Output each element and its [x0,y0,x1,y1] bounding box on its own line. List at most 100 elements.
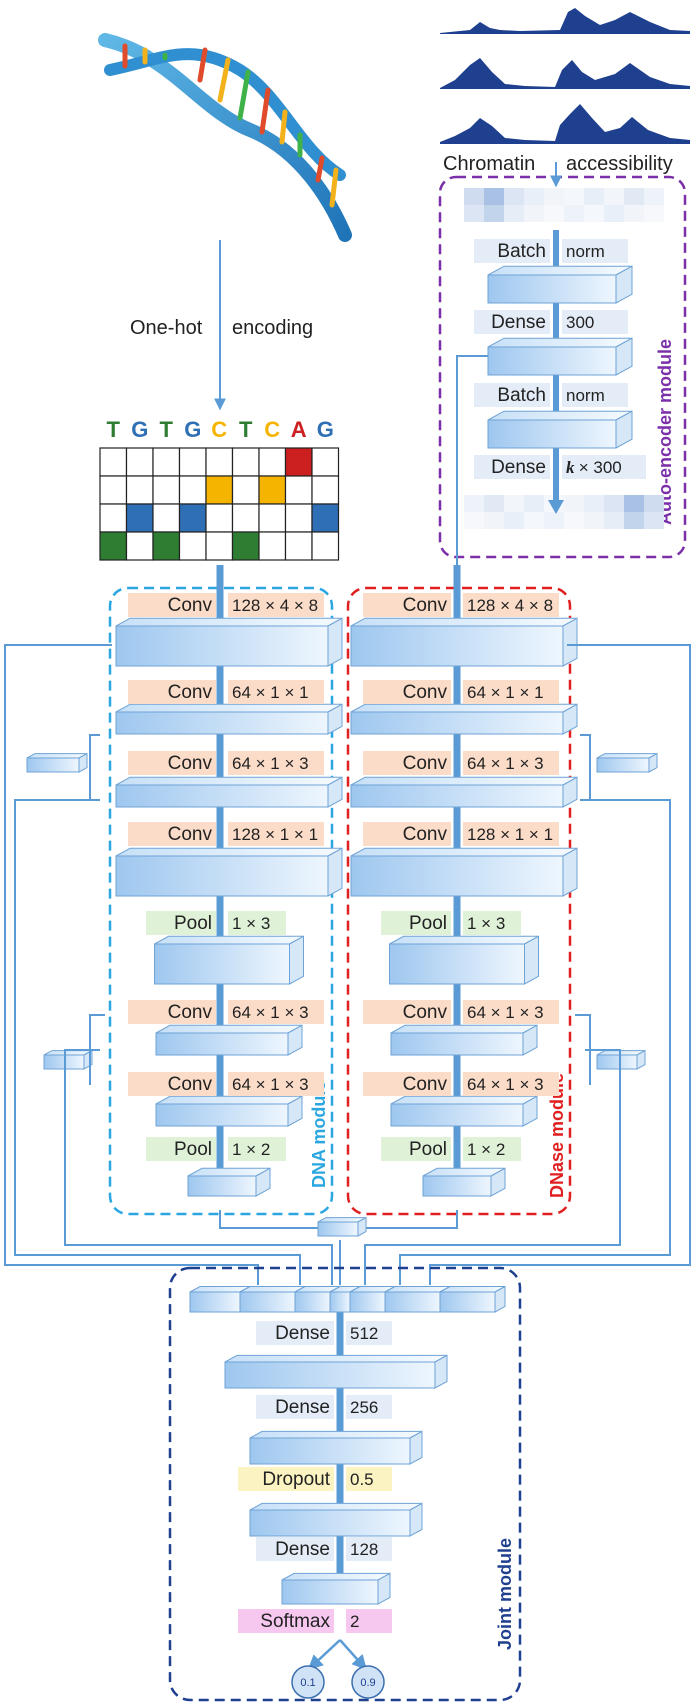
onehot-cell [99,503,128,533]
joint-layer-params: 0.5 [350,1470,374,1489]
autoencoder-layer-params: 300 [566,313,594,332]
heatmap-cell [504,205,524,222]
heatmap-cell [584,512,604,529]
autoencoder-layer-box [487,337,633,376]
concat-segment [439,1285,506,1313]
dna-layer-params: 1 × 2 [232,1140,270,1159]
dnase-layer-params: 128 × 4 × 8 [467,596,553,615]
dna-layer-type: Conv [168,1002,213,1023]
dnase-module-title: DNase module [547,1073,567,1198]
sequence-letter: T [107,417,121,442]
dna-layer-box [115,847,343,897]
dna-layer-label: Conv 64 × 1 × 3 [128,1000,324,1024]
dnase-layer-type: Conv [403,595,448,616]
chromatin-label-right: accessibility [566,153,673,175]
dnase-layer-params: 64 × 1 × 3 [467,754,544,773]
output-node [291,1665,325,1699]
dna-layer-params: 64 × 1 × 3 [232,754,309,773]
heatmap-cell [544,205,564,222]
heatmap-cell [624,205,644,222]
heatmap-cell [504,188,524,205]
dna-layer-box [115,703,343,735]
dnase-layers [350,617,658,1197]
dnase-layer-box [350,847,578,897]
joint-layer-type: Dense [275,1539,330,1560]
heatmap-cell [644,495,664,512]
autoencoder-layer-box [487,265,633,304]
onehot-cell [258,447,287,477]
onehot-cell [231,475,260,505]
dnase-layer-type: Conv [403,1074,448,1095]
dna-layer-box [155,1095,303,1127]
dna-layer-label: Pool 1 × 2 [146,1137,286,1161]
dnase-layer-params: 64 × 1 × 3 [467,1075,544,1094]
heatmap-cell [484,205,504,222]
dna-layer-box [115,776,343,808]
heatmap-cell [604,512,624,529]
onehot-cell [125,475,154,505]
dna-layer-box [115,617,343,667]
dnase-layer-label: Conv 128 × 4 × 8 [363,593,559,617]
onehot-cell [258,503,287,533]
heatmap-cell [524,188,544,205]
joint-module-title: Joint module [495,1538,515,1650]
dnase-layer-params: 1 × 2 [467,1140,505,1159]
dnase-layer-type: Conv [403,1002,448,1023]
onehot-cell [125,531,154,561]
onehot-cell [231,503,260,533]
dna-layer-box [155,1024,303,1056]
sequence-letter: G [184,417,201,442]
onehot-matrix [99,447,340,561]
onehot-label-right: encoding [232,317,313,339]
heatmap-cell [504,512,524,529]
heatmap-cell [624,188,644,205]
dnase-layer-label: Conv 64 × 1 × 3 [363,1000,559,1024]
heatmap-cell [644,512,664,529]
autoencoder-layer-type: Batch [497,241,546,262]
heatmap-cell [564,495,584,512]
onehot-cell [284,475,313,505]
joint-layer-type: Softmax [260,1611,330,1632]
dna-layer-params: 64 × 1 × 3 [232,1003,309,1022]
onehot-cell [205,447,234,477]
dna-layer-box [154,935,304,985]
heatmap-cell [584,495,604,512]
dna-helix-illustration [98,33,352,242]
joint-layer-type: Dense [275,1397,330,1418]
dnase-layer-box [350,617,578,667]
dna-layer-type: Conv [168,824,213,845]
sequence-letter: C [264,417,280,442]
dnase-layer-type: Pool [409,913,447,934]
joint-layer-box [249,1502,423,1537]
dnase-skip-block [596,752,658,773]
onehot-cell [152,503,181,533]
dna-layer-params: 1 × 3 [232,914,270,933]
joint-layer-box [249,1430,423,1465]
dna-skip-block [26,752,88,773]
heatmap-cell [524,512,544,529]
dna-layer-type: Pool [174,1139,212,1160]
dnase-layer-params: 64 × 1 × 3 [467,1003,544,1022]
output-node [351,1665,385,1699]
dnase-layer-type: Conv [403,824,448,845]
heatmap-cell [484,512,504,529]
onehot-cell [284,447,313,477]
onehot-cell [258,531,287,561]
dna-layer-params: 128 × 4 × 8 [232,596,318,615]
onehot-cell [311,503,340,533]
dnase-layer-type: Conv [403,682,448,703]
onehot-cell [178,447,207,477]
chromatin-tracks [440,8,690,144]
autoencoder-to-dnase-connector [456,355,488,590]
